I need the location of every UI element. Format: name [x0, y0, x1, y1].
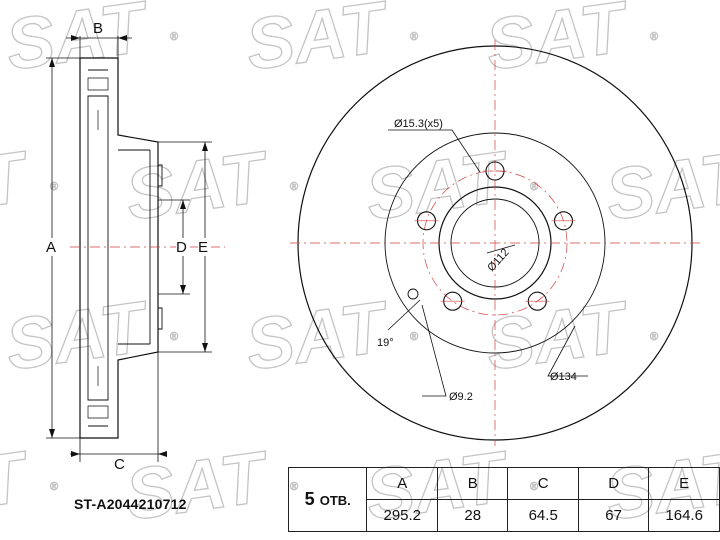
holes-count-cell: 5 ОТВ. — [287, 467, 368, 532]
pcd-diameter-label: Ø112 — [485, 247, 511, 274]
dimension-label-d: D — [176, 239, 187, 256]
header-b: B — [437, 467, 509, 500]
watermark-text: SAT — [121, 136, 275, 235]
header-a: A — [366, 467, 439, 500]
watermark-text: SAT — [241, 0, 395, 86]
watermark-text: SAT — [1, 286, 155, 385]
front-view-center-lines — [290, 40, 700, 446]
watermark-registered-mark: ® — [410, 331, 418, 343]
watermark-text: SAT — [601, 136, 720, 235]
value-d: 67 — [577, 499, 650, 532]
value-a: 295.2 — [366, 499, 439, 532]
holes-unit: ОТВ. — [319, 493, 351, 508]
dimension-label-e: E — [198, 239, 208, 256]
outer-ring-diameter-label: Ø134 — [550, 371, 577, 383]
header-e: E — [648, 467, 720, 500]
part-number: ST-A2044210712 — [74, 496, 187, 512]
watermark-registered-mark: ® — [50, 181, 58, 193]
watermark-text: SAT — [121, 436, 275, 535]
watermark-text: SAT — [481, 0, 635, 86]
watermark-registered-mark: ® — [170, 331, 178, 343]
stud-hole-diameter-label: Ø15.3(x5) — [394, 118, 443, 130]
angle-label: 19° — [377, 337, 394, 349]
watermark-registered-mark: ® — [650, 331, 658, 343]
disc-side-view — [79, 57, 163, 439]
watermark-registered-mark: ® — [530, 181, 538, 193]
stud-holes-group — [414, 161, 576, 311]
watermark-registered-mark: ® — [410, 31, 418, 43]
label-e-bg — [198, 238, 211, 256]
value-c: 64.5 — [507, 499, 579, 532]
watermark-text: SAT — [0, 436, 35, 535]
watermark-text: SAT — [241, 286, 395, 385]
watermark-registered-mark: ® — [290, 181, 298, 193]
value-b: 28 — [437, 499, 509, 532]
dimension-label-c: C — [114, 456, 125, 473]
label-a-bg — [46, 238, 58, 256]
value-e: 164.6 — [648, 499, 720, 532]
small-hole-diameter-label: Ø9.2 — [449, 391, 473, 403]
header-c: C — [507, 467, 579, 500]
front-view-leaders — [387, 129, 588, 397]
dimension-label-b: B — [93, 20, 103, 37]
label-d-bg — [176, 238, 189, 256]
watermark-registered-mark: ® — [50, 481, 58, 493]
header-d: D — [577, 467, 650, 500]
watermark-registered-mark: ® — [650, 31, 658, 43]
small-hole-circle — [407, 288, 419, 300]
table-value-row: 295.2 28 64.5 67 164.6 — [289, 499, 720, 532]
table-header-row: 5 ОТВ. A B C D E — [287, 467, 720, 532]
holes-count: 5 — [304, 489, 315, 509]
watermark-text: SAT — [1, 0, 155, 86]
watermark-registered-mark: ® — [170, 31, 178, 43]
dimension-label-a: A — [46, 239, 56, 256]
dimensions-table: 5 ОТВ. A B C D E 295.2 28 64.5 67 164.6 — [287, 467, 720, 532]
watermark-text: SAT — [0, 136, 35, 235]
